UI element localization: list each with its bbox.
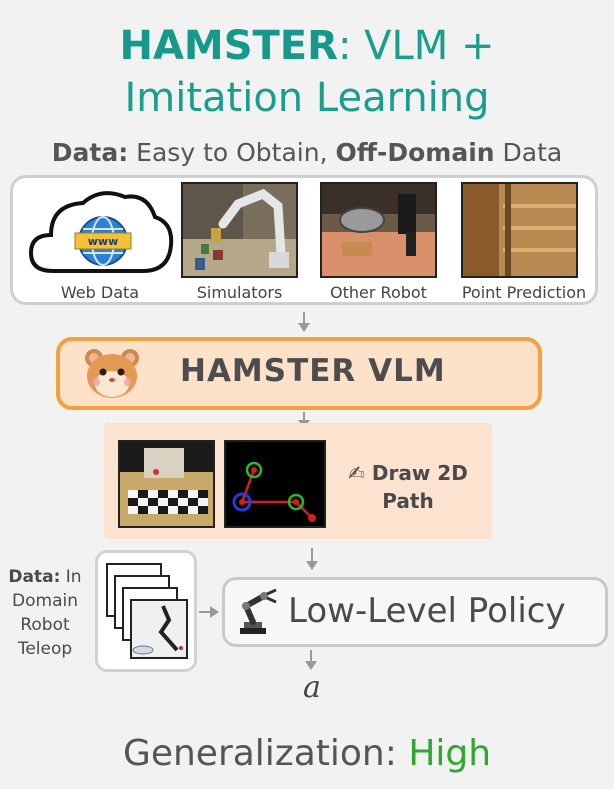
arrow-teleop-to-policy	[199, 611, 211, 613]
arrowhead-path-to-policy	[306, 561, 318, 570]
generalization-line: Generalization: High	[0, 733, 614, 774]
generalization-label: Generalization:	[122, 733, 409, 774]
path-drawing-image	[224, 440, 326, 528]
source-caption-simulators: Simulators	[196, 283, 283, 302]
robot-kitchen-image	[320, 182, 437, 278]
title-line-1: HAMSTER: VLM +	[0, 20, 614, 72]
data-heading-bold: Off-Domain	[335, 138, 495, 167]
arrowhead-sources-to-vlm	[298, 323, 310, 332]
teleop-frames-image	[103, 560, 191, 664]
draw-path-line1: Draw 2D	[371, 461, 468, 485]
data-heading-label: Data:	[51, 138, 129, 167]
arrowhead-teleop-to-policy	[210, 606, 219, 618]
writing-hand-icon: ✍	[348, 461, 365, 485]
action-symbol: a	[303, 670, 321, 705]
data-heading-middle: Easy to Obtain,	[128, 138, 336, 167]
draw-path-line2: Path	[382, 489, 434, 513]
hamster-vlm-label: HAMSTER VLM	[180, 353, 446, 389]
svg-text:www: www	[88, 235, 119, 248]
chessboard-image	[118, 440, 215, 528]
teleop-label-line3: Robot	[20, 615, 70, 635]
title-brand: HAMSTER	[119, 23, 338, 69]
title-line1-rest: : VLM +	[337, 23, 495, 69]
arrowhead-policy-to-action	[305, 661, 317, 670]
hamster-face-icon	[84, 346, 140, 400]
source-caption-other-robot: Other Robot	[330, 283, 427, 302]
low-level-policy-label: Low-Level Policy	[288, 591, 566, 631]
generalization-value: High	[408, 733, 492, 774]
low-level-policy-box	[222, 577, 608, 647]
hamster-vlm-box	[56, 337, 542, 410]
teleop-label-line2: Domain	[12, 591, 78, 611]
draw-path-label: ✍ Draw 2D Path	[338, 459, 478, 515]
arrow-policy-to-action	[310, 650, 312, 662]
arrow-path-to-policy	[311, 548, 313, 562]
teleop-label-bold: Data:	[8, 567, 61, 587]
cloud-www-icon: www	[25, 183, 175, 278]
source-caption-point-prediction: Point Prediction	[461, 283, 587, 302]
teleop-label-rest: In	[60, 567, 82, 587]
title-line-2: Imitation Learning	[124, 75, 490, 121]
shelf-image	[461, 182, 578, 278]
arrow-vlm-to-path	[303, 412, 305, 422]
teleop-label-line4: Teleop	[17, 639, 73, 659]
source-caption-web: Web Data	[60, 283, 140, 302]
data-heading: Data: Easy to Obtain, Off-Domain Data	[0, 138, 614, 167]
data-heading-end: Data	[494, 138, 563, 167]
arrow-sources-to-vlm	[303, 312, 305, 324]
simulator-image	[181, 182, 298, 278]
robot-arm-icon	[236, 588, 280, 636]
teleop-data-label: Data: In Domain Robot Teleop	[2, 565, 88, 661]
